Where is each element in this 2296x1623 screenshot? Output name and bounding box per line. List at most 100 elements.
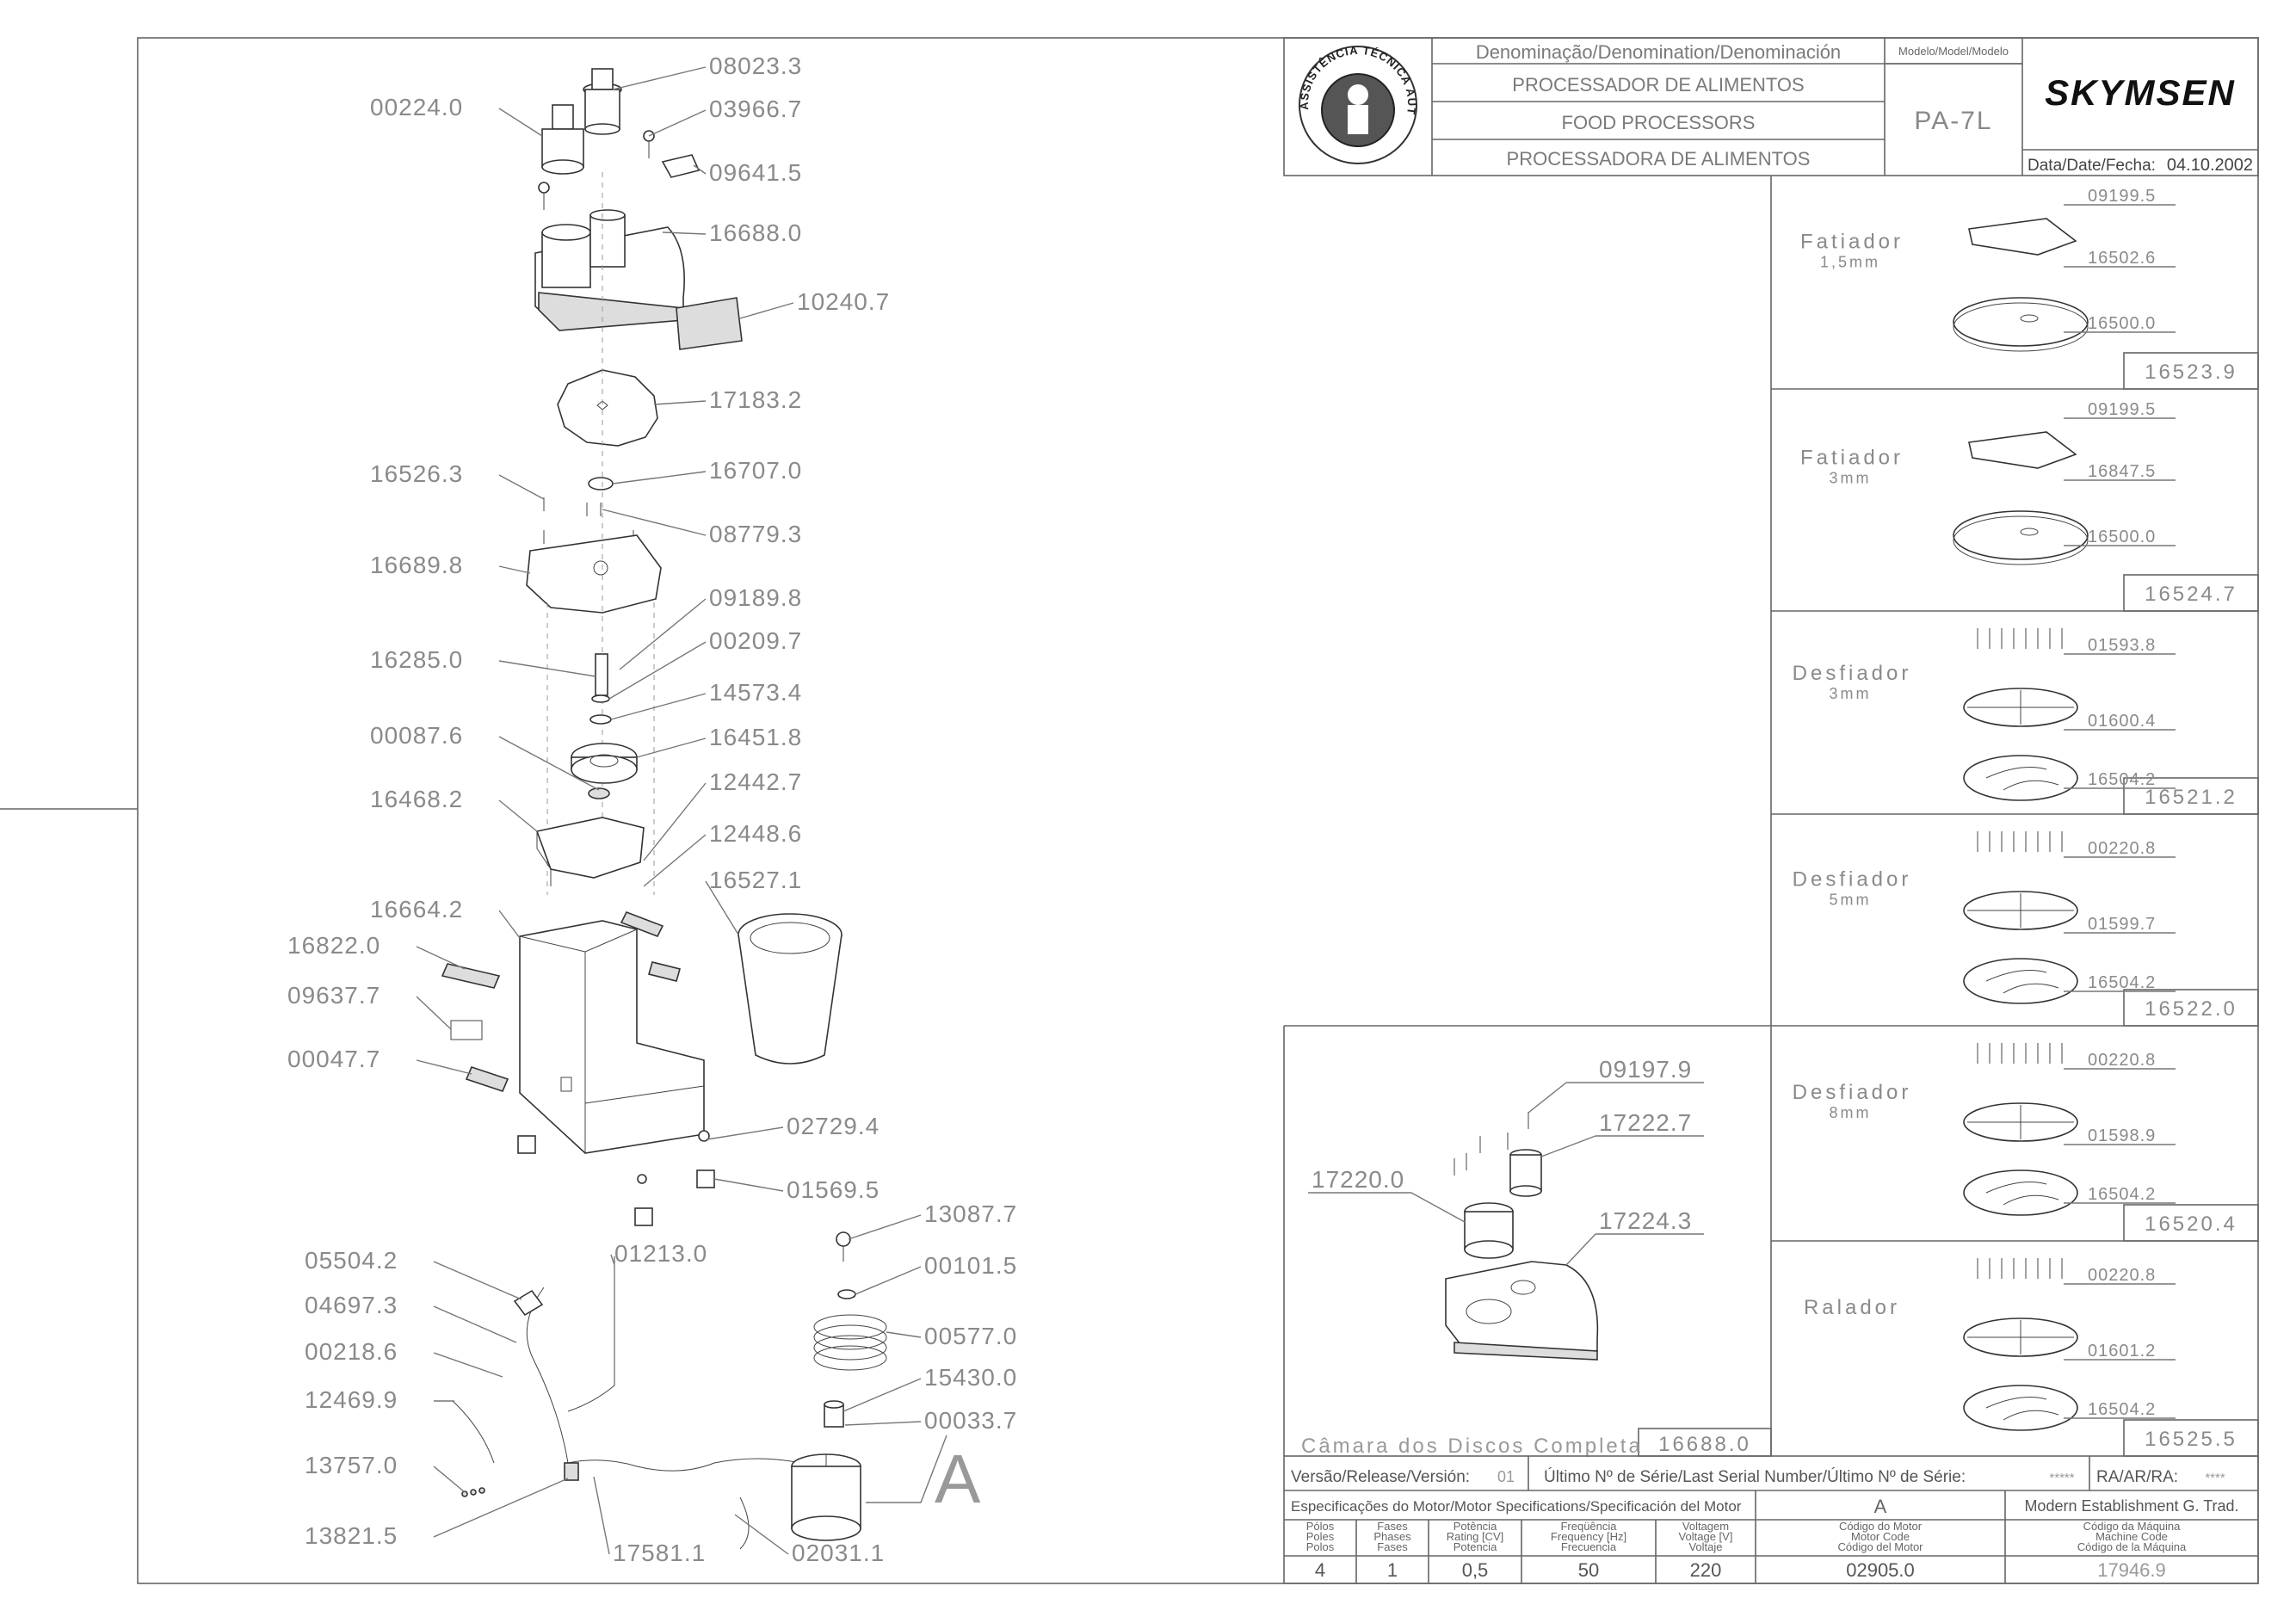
date-label: Data/Date/Fecha:	[2028, 157, 2156, 175]
company-name: Modern Establishment G. Trad.	[2024, 1497, 2238, 1515]
spec-value: 1	[1387, 1559, 1398, 1581]
leader-line	[653, 400, 707, 405]
disc-part-number: 00220.8	[2088, 1266, 2156, 1285]
part-number-label: 00209.7	[709, 627, 802, 654]
spec-value: 0,5	[1462, 1559, 1489, 1581]
bottom-block: Versão/Release/Versión: 01 Último Nº de …	[1283, 1455, 2259, 1584]
title-block: ASSISTÊNCIA TÉCNICA AUTORIZADA Denominaç…	[0, 0, 2259, 176]
spec-header: Voltaje	[1688, 1540, 1722, 1553]
part-number-label: 16689.8	[370, 552, 463, 578]
disc-name: Desfiador	[1793, 662, 1912, 685]
leader-line	[498, 565, 531, 574]
leader-line	[848, 1214, 922, 1240]
exploded-drawing	[441, 68, 947, 1550]
spec-header: Código de la Máquina	[2077, 1540, 2187, 1553]
disc-part-number: 16504.2	[2088, 1185, 2156, 1204]
serial-value: *****	[2049, 1471, 2074, 1485]
part-number-label: 08779.3	[709, 521, 802, 547]
part-number-label: 05504.2	[305, 1247, 398, 1274]
leader-line	[855, 1266, 922, 1295]
spec-header: Voltage [V]	[1679, 1530, 1733, 1543]
part-number-label: 00047.7	[287, 1046, 380, 1072]
disc-part-number: 01600.4	[2088, 712, 2156, 731]
part-number-label: 12442.7	[709, 768, 802, 795]
leader-line	[416, 946, 466, 970]
spec-header: Código do Motor	[1839, 1520, 1923, 1533]
disc-kit-code: 16521.2	[2145, 786, 2237, 809]
part-number-label: 16664.2	[370, 896, 463, 923]
leader-line	[643, 782, 707, 861]
spec-header: Código del Motor	[1838, 1540, 1924, 1553]
leader-line	[612, 66, 707, 90]
leader-line	[433, 1478, 569, 1538]
disc-part-number: 01601.2	[2088, 1342, 2156, 1361]
leader-line	[713, 1178, 784, 1192]
motor-spec-table: PólosPolesPolos4FasesPhasesFases1Potênci…	[1306, 1520, 2187, 1581]
leader-line	[648, 109, 707, 137]
disc-name: Desfiador	[1793, 1081, 1912, 1104]
disc-panel: Fatiador1,5mm16523.909199.516502.616500.…	[1800, 187, 2259, 390]
leader-line	[734, 1514, 789, 1555]
version-value: 01	[1497, 1468, 1515, 1485]
name-es: PROCESSADORA DE ALIMENTOS	[1507, 148, 1811, 170]
part-number-label: 16526.3	[370, 460, 463, 487]
disc-part-number: 00220.8	[2088, 1051, 2156, 1070]
leader-line	[498, 660, 596, 677]
authorized-service-seal: ASSISTÊNCIA TÉCNICA AUTORIZADA	[0, 0, 1417, 164]
leader-line	[643, 834, 707, 887]
disc-part-number: 16504.2	[2088, 1400, 2156, 1419]
leader-line	[844, 1421, 922, 1426]
leader-line	[498, 910, 521, 939]
spec-header: Freqüência	[1560, 1520, 1617, 1533]
part-number-label: 10240.7	[797, 288, 890, 315]
chamber-part-3: 17224.3	[1599, 1207, 1692, 1234]
chamber-panel: Câmara dos Discos Completa 16688.0 09197…	[1283, 1025, 1772, 1458]
part-number-label: 00087.6	[370, 722, 463, 749]
spec-value: 50	[1578, 1559, 1599, 1581]
part-number-label: 00577.0	[924, 1323, 1017, 1349]
part-number-label: 16468.2	[370, 786, 463, 812]
part-number-label: 17581.1	[613, 1540, 706, 1566]
leader-line	[433, 1261, 522, 1300]
disc-part-number: 16500.0	[2088, 528, 2156, 546]
leader-line	[693, 164, 707, 175]
part-number-label: 04697.3	[305, 1292, 398, 1318]
ra-label: RA/AR/RA:	[2096, 1468, 2178, 1486]
name-en: FOOD PROCESSORS	[1562, 112, 1756, 133]
spec-header: Potência	[1454, 1520, 1497, 1533]
spec-header: Código da Máquina	[2083, 1520, 2182, 1533]
disc-part-number: 00220.8	[2088, 839, 2156, 858]
disc-part-number: 09199.5	[2088, 187, 2156, 206]
chamber-code: 16688.0	[1658, 1433, 1751, 1456]
leader-line	[705, 880, 739, 935]
part-number-label: 01213.0	[614, 1240, 707, 1267]
disc-part-number: 01593.8	[2088, 636, 2156, 655]
brand-logo: SKYMSEN	[2045, 72, 2236, 113]
part-number-label: 16527.1	[709, 867, 802, 893]
disc-name: Ralador	[1804, 1296, 1900, 1319]
leader-line	[636, 737, 707, 758]
spec-header: Frequency [Hz]	[1551, 1530, 1626, 1543]
leader-line	[498, 799, 538, 832]
part-number-label: 15430.0	[924, 1364, 1017, 1391]
part-number-label: 00101.5	[924, 1252, 1017, 1279]
leader-line	[619, 598, 707, 670]
disc-size: 5mm	[1830, 892, 1872, 909]
part-number-label: 12448.6	[709, 820, 802, 847]
part-number-label: 00224.0	[370, 94, 463, 120]
disc-part-number: 16502.6	[2088, 249, 2156, 268]
disc-part-number: 01598.9	[2088, 1126, 2156, 1145]
leader-line	[433, 1305, 517, 1343]
leader-line	[602, 509, 707, 536]
spec-header: Rating [CV]	[1447, 1530, 1503, 1543]
leader-line	[498, 474, 545, 500]
chamber-part-2: 17220.0	[1312, 1166, 1404, 1193]
spec-header: Fases	[1377, 1540, 1408, 1553]
motor-ref-letter: A	[935, 1441, 981, 1517]
part-number-label: 16822.0	[287, 932, 380, 959]
